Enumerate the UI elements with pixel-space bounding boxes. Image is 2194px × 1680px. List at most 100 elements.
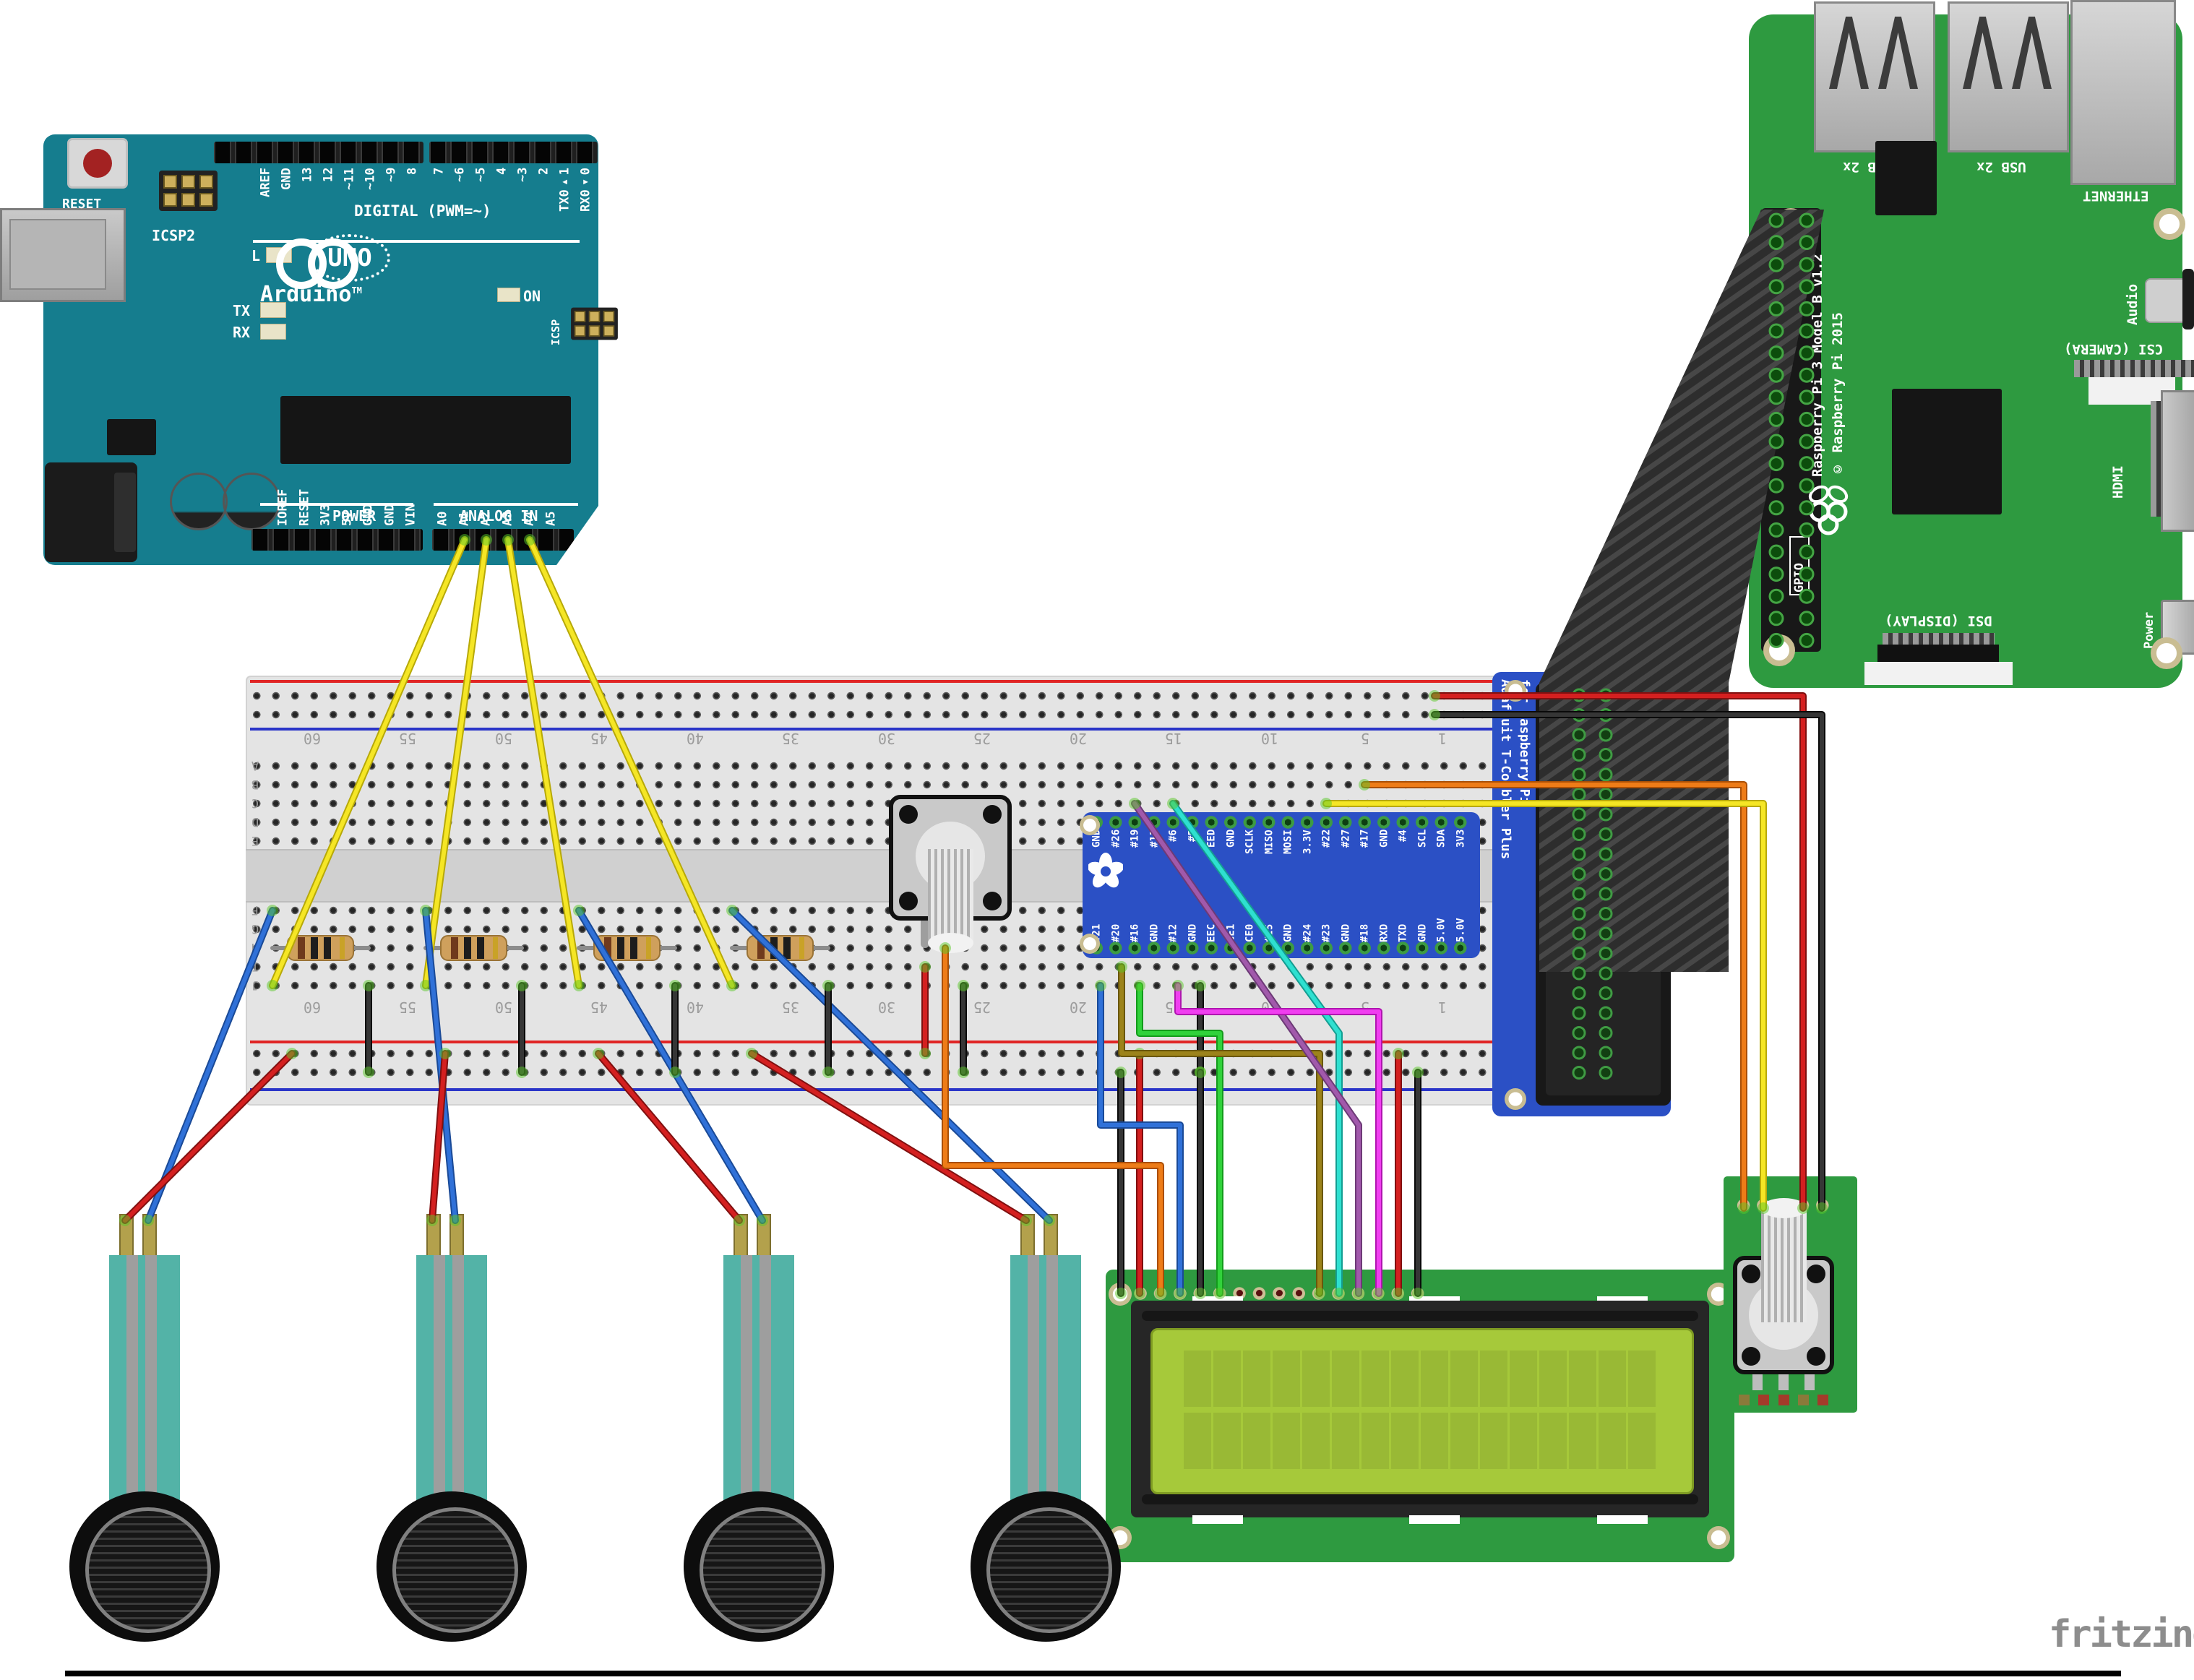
ethernet-label: ETHERNET [2083, 188, 2149, 204]
mounting-hole [2154, 208, 2185, 240]
fsr-pad [69, 1491, 220, 1642]
icsp2-header[interactable] [159, 171, 218, 211]
digital-pin-label: 13 [300, 168, 315, 183]
lcd-cell [1243, 1413, 1270, 1469]
encoder-shaft-top [1761, 1198, 1807, 1218]
lcd-cell [1213, 1413, 1241, 1469]
fsr-pad [684, 1491, 834, 1642]
power-pin-label: 3V3 [318, 504, 333, 526]
lcd-screen [1150, 1328, 1694, 1494]
force-sensor-1[interactable] [69, 1210, 220, 1644]
csi-connector-teeth [2074, 360, 2194, 377]
digital-pin-label: 12 [321, 168, 336, 183]
arduino-brand: ArduinoTM [260, 282, 362, 307]
analog-header[interactable] [432, 529, 574, 551]
encoder-pad [1798, 1395, 1809, 1405]
row-letter: E [251, 833, 259, 848]
power-header[interactable] [251, 529, 423, 551]
fsr-pin [734, 1214, 748, 1260]
row-letter: I [251, 959, 259, 973]
lcd-tab [1597, 1515, 1648, 1524]
power-pin-label: RESET [297, 488, 311, 526]
corner-screw [1742, 1265, 1760, 1283]
lcd-unconnected-pin [1256, 1290, 1262, 1296]
fsr-pin [757, 1214, 771, 1260]
potentiometer[interactable] [889, 791, 1012, 954]
column-number: 15 [1164, 730, 1183, 747]
lcd-cell [1510, 1413, 1537, 1469]
force-sensor-2[interactable] [376, 1210, 528, 1644]
uno-oval-logo: UNO [309, 234, 390, 282]
column-number: 30 [877, 999, 896, 1016]
digital-pin-label: RX0◂0 [578, 168, 593, 212]
usb-port-2 [1948, 1, 2069, 152]
lcd-cell [1332, 1351, 1359, 1407]
digital-pin-label: 4 [494, 168, 509, 176]
analog-pin-label: A2 [478, 511, 494, 526]
lcd-cell [1628, 1413, 1656, 1469]
fsr-pin [449, 1214, 464, 1260]
lcd-cell [1273, 1351, 1300, 1407]
usb2-label: USB 2x [1976, 159, 2026, 175]
dsi-label: DSI (DISPLAY) [1885, 613, 1992, 629]
row-letter: F [251, 903, 259, 917]
digital-pin-label: TX0▸1 [557, 168, 572, 212]
force-sensor-4[interactable] [970, 1210, 1122, 1644]
led-tx-label: TX [233, 302, 251, 319]
power-pin-label: VIN [403, 504, 418, 526]
column-number: 5 [1360, 730, 1370, 747]
row-letter: G [251, 921, 259, 936]
raspberry-pi-logo [1808, 485, 1849, 535]
digital-header-right[interactable] [429, 142, 598, 163]
column-number: 40 [686, 730, 705, 747]
force-sensor-3[interactable] [683, 1210, 835, 1644]
lcd-cell [1628, 1351, 1656, 1407]
icsp-header[interactable] [571, 307, 618, 340]
column-number: 10 [1260, 999, 1279, 1016]
led-rx-label: RX [233, 324, 251, 341]
lcd-cell [1184, 1413, 1211, 1469]
column-number: 25 [973, 999, 991, 1016]
fsr-trace [434, 1255, 445, 1504]
corner-screw [983, 892, 1002, 910]
silk-line-analog [434, 503, 578, 506]
cobbler-pin-label: 5.0V [1455, 918, 1466, 942]
lcd-cell [1302, 1351, 1330, 1407]
encoder-leg [1778, 1370, 1789, 1390]
reset-button[interactable] [69, 140, 126, 186]
lcd-cell [1361, 1351, 1389, 1407]
canvas-border-line [65, 1671, 2121, 1676]
atmega-chip [280, 396, 571, 464]
fsr-trace [1046, 1255, 1058, 1504]
led-rx [260, 324, 286, 340]
lcd-cell [1421, 1351, 1448, 1407]
fsr-tail [109, 1255, 180, 1504]
lcd-cell [1539, 1351, 1567, 1407]
lcd-unconnected-pin [1236, 1290, 1243, 1296]
lcd-16x2-module[interactable] [1106, 1270, 1734, 1562]
fsr-pin [142, 1214, 157, 1260]
encoder-pad [1778, 1395, 1789, 1405]
t-cobbler-stem[interactable]: Adafruit T-Cobbler Plus for Raspberry Pi [1492, 672, 1671, 1116]
mounting-hole [1080, 815, 1100, 835]
fsr-trace [145, 1255, 157, 1504]
fsr-tail [723, 1255, 794, 1504]
digital-pin-label: AREF [258, 168, 273, 197]
trademark: TM [351, 285, 362, 296]
column-number: 1 [1437, 730, 1447, 747]
lcd-cell [1213, 1351, 1241, 1407]
digital-header-left[interactable] [214, 142, 423, 163]
rotary-encoder-breakout[interactable] [1724, 1176, 1857, 1413]
column-number: 10 [1260, 730, 1279, 747]
mounting-hole [1080, 934, 1100, 954]
cobbler-pin-label: #24 [1302, 923, 1313, 942]
encoder-shaft [1761, 1208, 1807, 1322]
lcd-cell [1391, 1351, 1419, 1407]
silk-line-power [260, 503, 413, 506]
lcd-cell [1361, 1413, 1389, 1469]
fsr-pad-pattern [700, 1507, 825, 1633]
raspberry-pi-3-board[interactable]: USB 2x USB 2x ETHERNET GPIO Raspberry Pi… [1749, 0, 2194, 688]
audio-jack-barrel [2182, 269, 2194, 329]
